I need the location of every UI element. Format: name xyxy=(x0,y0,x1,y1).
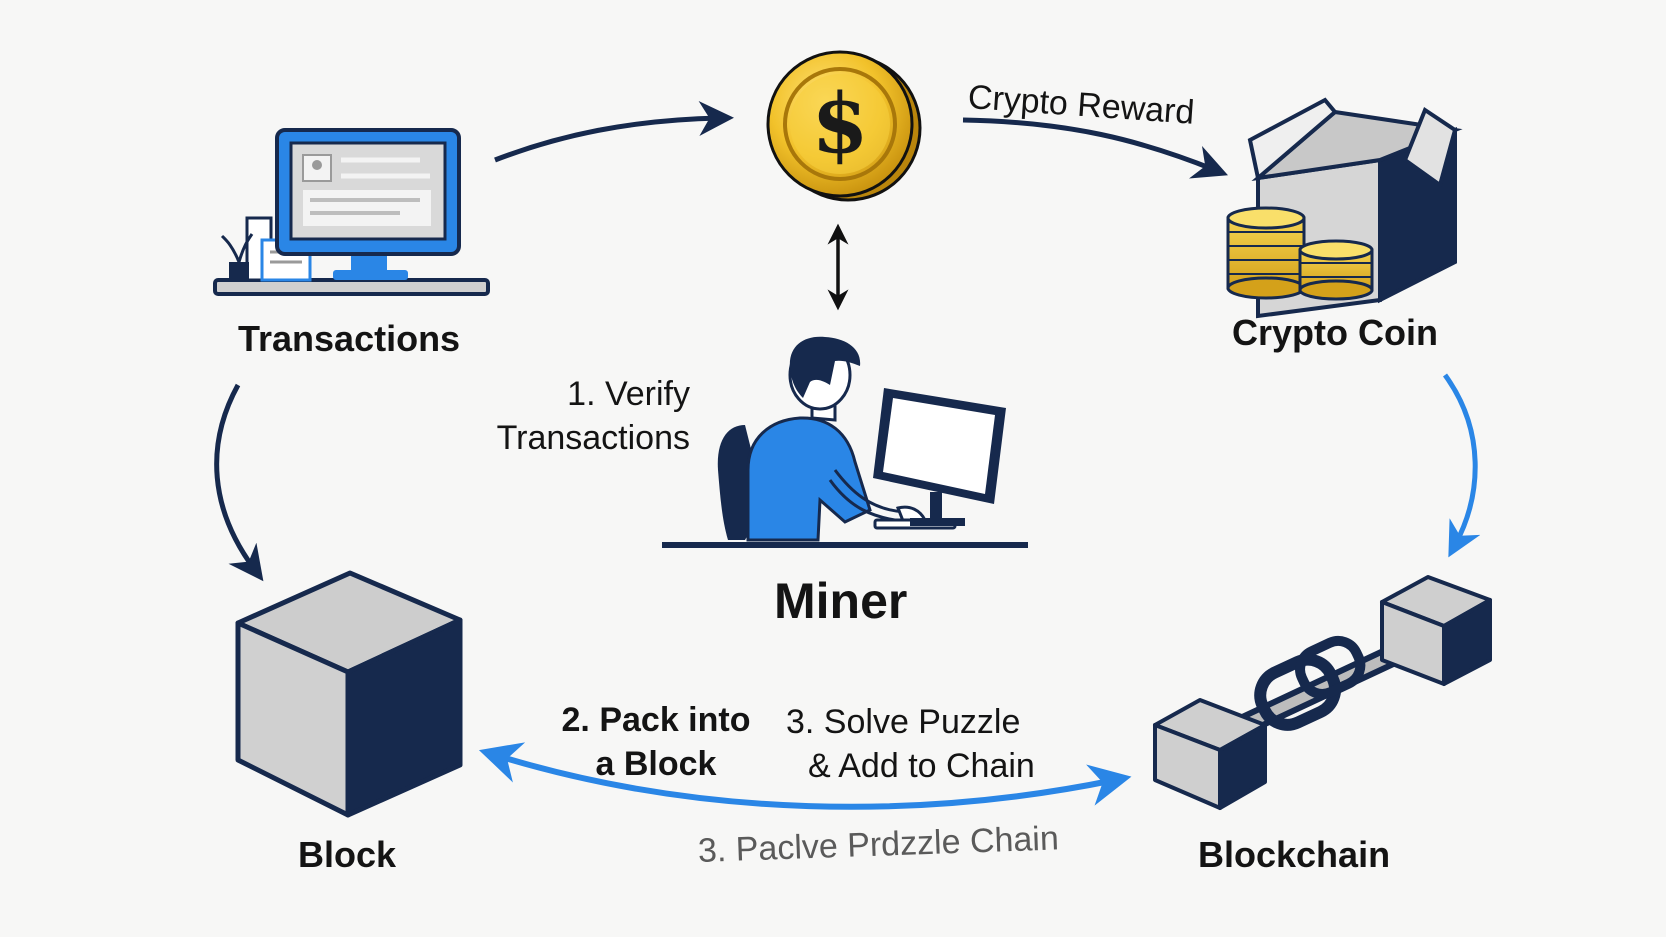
transactions-title: Transactions xyxy=(238,318,461,359)
step-solve-line2: & Add to Chain xyxy=(808,747,1035,785)
arrow-transactions-to-reward xyxy=(494,100,734,163)
step-pack-line1: 2. Pack into xyxy=(561,701,751,739)
arrow-transactions-to-block xyxy=(214,383,264,582)
step-solve-line1: 3. Solve Puzzle xyxy=(786,703,1021,741)
step-verify-line2: Transactions xyxy=(496,419,690,457)
step-verify: 1. Verify Transactions xyxy=(462,372,690,460)
gold-dollar-coin-icon: $ xyxy=(766,50,922,202)
crypto-coin-title: Crypto Coin xyxy=(1232,312,1438,353)
chained-blocks-icon xyxy=(1153,575,1492,810)
miner-title: Miner xyxy=(774,573,908,629)
step-verify-line1: 1. Verify xyxy=(567,375,690,413)
box-with-coins-icon xyxy=(1226,97,1463,319)
cube-icon xyxy=(235,570,463,818)
step-solve: 3. Solve Puzzle & Add to Chain xyxy=(786,700,1035,788)
step-pack-line2: a Block xyxy=(595,745,717,783)
arrow-reward-to-coin xyxy=(962,117,1228,179)
arrow-block-blockchain-double xyxy=(478,742,1132,810)
arrow-coin-to-blockchain xyxy=(1442,373,1481,558)
desktop-computer-icon xyxy=(213,128,490,296)
coin-stack-right xyxy=(1298,239,1374,301)
blockchain-title: Blockchain xyxy=(1198,834,1391,875)
block-title: Block xyxy=(298,834,397,875)
step-pack: 2. Pack into a Block xyxy=(556,698,756,786)
svg-text:$: $ xyxy=(811,76,868,172)
coin-stack-left xyxy=(1226,206,1306,300)
person-at-computer-icon xyxy=(662,336,1028,548)
